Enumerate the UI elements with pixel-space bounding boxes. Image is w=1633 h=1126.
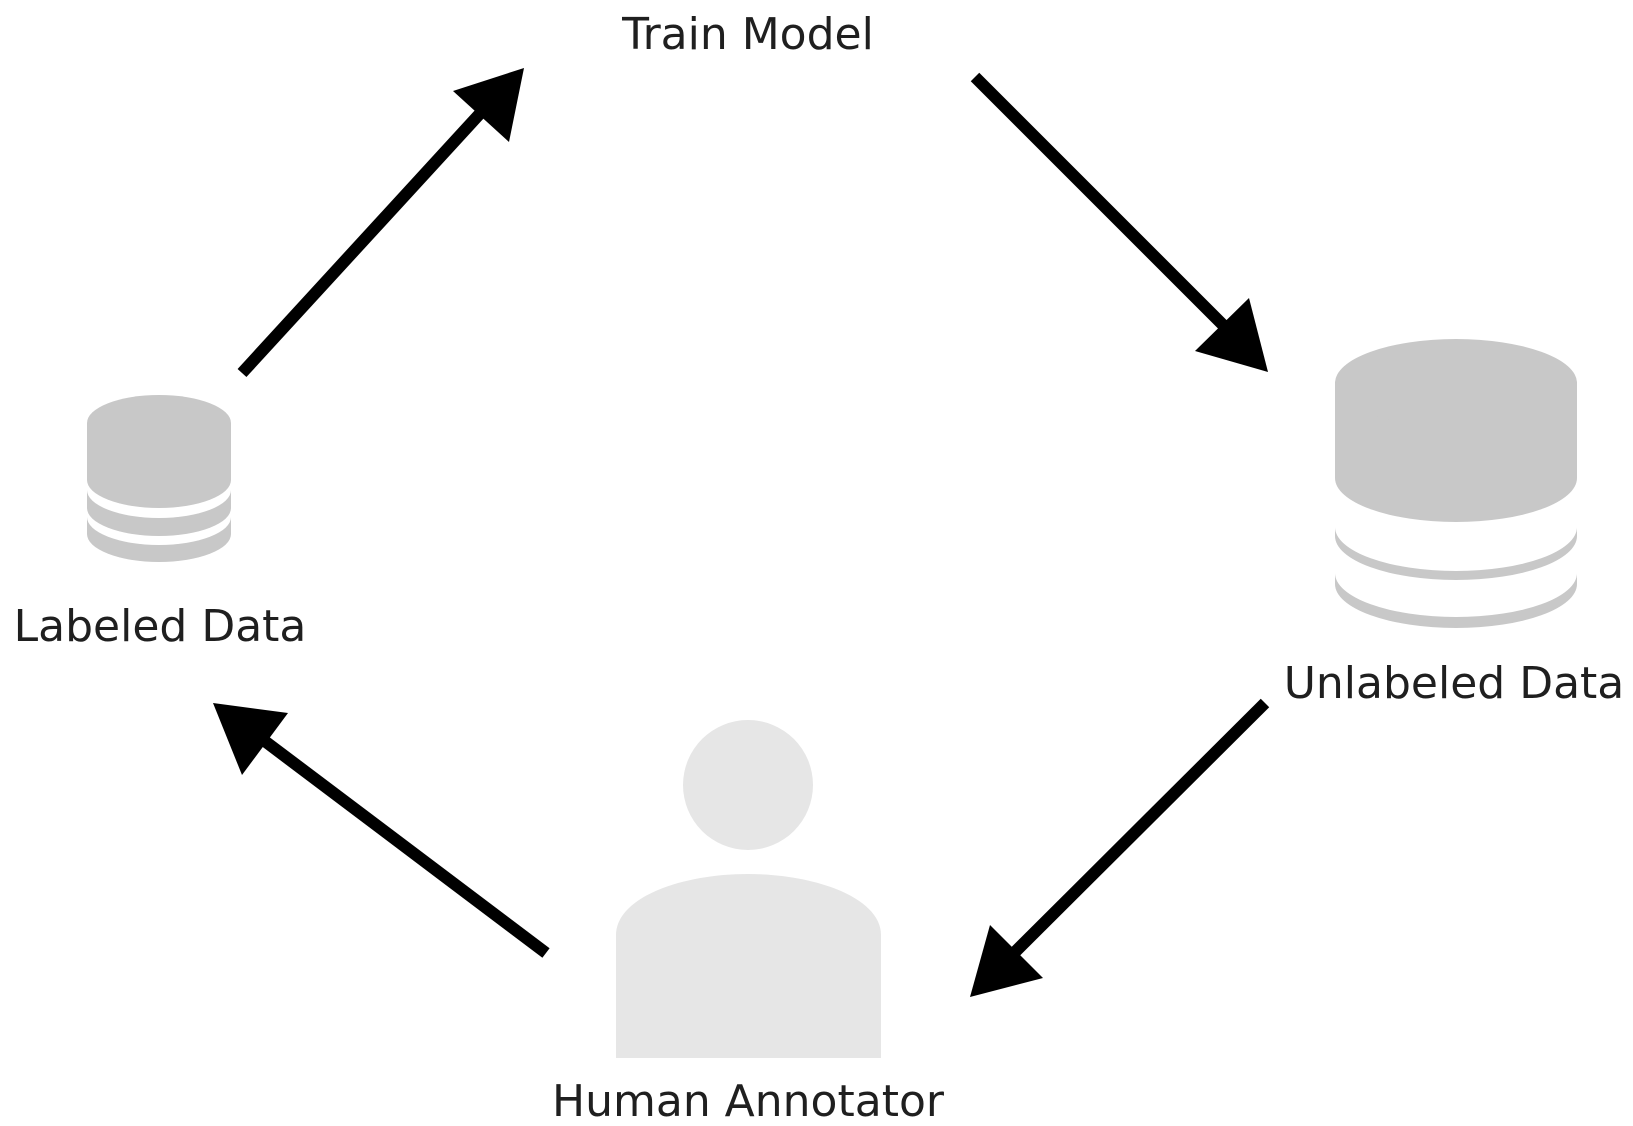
arrow-annotator-to-labeled	[213, 703, 550, 958]
human-annotator-label: Human Annotator	[552, 1076, 945, 1126]
labeled-data-database-icon	[87, 395, 231, 562]
unlabeled-data-database-icon	[1335, 339, 1577, 628]
arrow-labeled-to-train	[237, 68, 524, 378]
unlabeled-data-label: Unlabeled Data	[1284, 658, 1625, 709]
human-annotator-person-icon	[616, 720, 881, 1058]
arrow-train-to-unlabeled	[970, 72, 1268, 372]
labeled-data-label: Labeled Data	[14, 601, 307, 652]
train-model-label: Train Model	[621, 9, 874, 60]
arrow-unlabeled-to-annotator	[970, 698, 1270, 997]
